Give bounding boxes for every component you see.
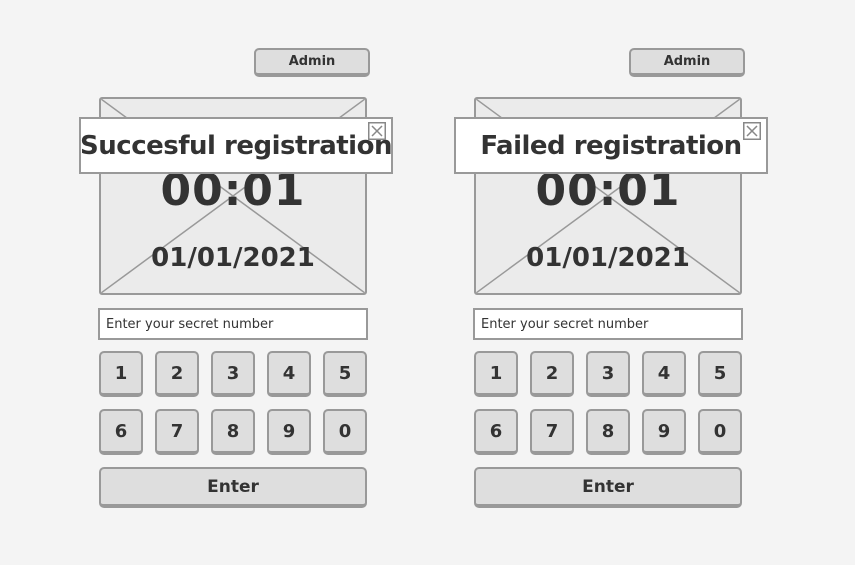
key-6[interactable]: 6: [474, 409, 518, 455]
enter-button[interactable]: Enter: [474, 467, 742, 508]
registration-popup: Failed registration: [454, 117, 768, 174]
key-3[interactable]: 3: [211, 351, 255, 397]
key-5[interactable]: 5: [698, 351, 742, 397]
keypad: 1 2 3 4 5 6 7 8 9 0: [474, 351, 744, 456]
key-7[interactable]: 7: [530, 409, 574, 455]
popup-title: Succesful registration: [80, 130, 392, 161]
clock-date: 01/01/2021: [151, 243, 315, 273]
screen-success-registration: Admin 00:01 01/01/2021 Succesful registr…: [79, 0, 393, 565]
key-9[interactable]: 9: [267, 409, 311, 455]
key-9[interactable]: 9: [642, 409, 686, 455]
key-4[interactable]: 4: [267, 351, 311, 397]
key-1[interactable]: 1: [99, 351, 143, 397]
key-6[interactable]: 6: [99, 409, 143, 455]
close-icon[interactable]: [743, 122, 761, 140]
key-1[interactable]: 1: [474, 351, 518, 397]
secret-number-input[interactable]: [98, 308, 368, 340]
clock-date: 01/01/2021: [526, 243, 690, 273]
enter-button[interactable]: Enter: [99, 467, 367, 508]
screen-failed-registration: Admin 00:01 01/01/2021 Failed registrati…: [454, 0, 768, 565]
key-2[interactable]: 2: [155, 351, 199, 397]
popup-title: Failed registration: [480, 130, 742, 161]
close-icon[interactable]: [368, 122, 386, 140]
key-0[interactable]: 0: [698, 409, 742, 455]
key-8[interactable]: 8: [211, 409, 255, 455]
registration-popup: Succesful registration: [79, 117, 393, 174]
key-5[interactable]: 5: [323, 351, 367, 397]
key-7[interactable]: 7: [155, 409, 199, 455]
admin-button[interactable]: Admin: [254, 48, 370, 77]
key-0[interactable]: 0: [323, 409, 367, 455]
keypad: 1 2 3 4 5 6 7 8 9 0: [99, 351, 369, 456]
key-3[interactable]: 3: [586, 351, 630, 397]
key-2[interactable]: 2: [530, 351, 574, 397]
key-8[interactable]: 8: [586, 409, 630, 455]
admin-button[interactable]: Admin: [629, 48, 745, 77]
key-4[interactable]: 4: [642, 351, 686, 397]
secret-number-input[interactable]: [473, 308, 743, 340]
